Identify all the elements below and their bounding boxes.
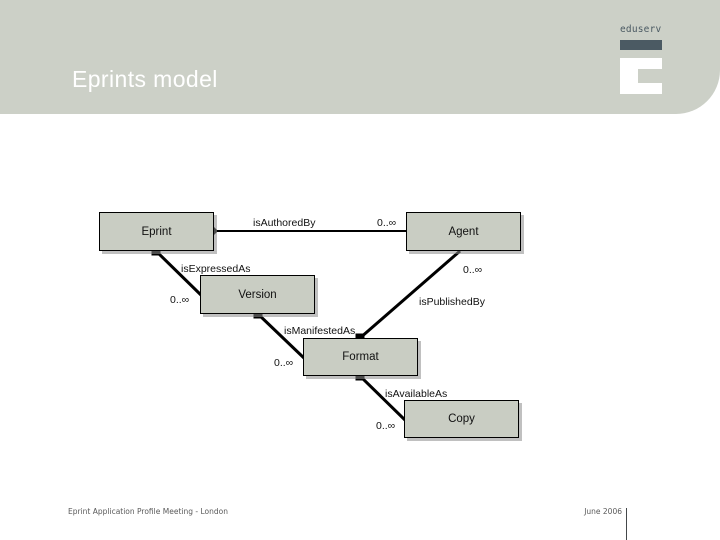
edge-line-is-published-by bbox=[359, 249, 461, 340]
edge-label-is-expressed-as: isExpressedAs bbox=[181, 263, 251, 275]
square-marker-is-manifested-as bbox=[253, 309, 263, 319]
diagram-node-label: Copy bbox=[448, 413, 475, 425]
square-marker-is-expressed-as bbox=[151, 246, 161, 256]
diagram-node-label: Agent bbox=[448, 225, 479, 238]
edge-line-is-available-as bbox=[358, 374, 408, 423]
diagram-edge-layer bbox=[151, 225, 461, 423]
diagram-node-eprint[interactable]: Eprint bbox=[99, 212, 214, 251]
logo-bar-shape bbox=[620, 40, 662, 50]
diagram-node-format[interactable]: Format bbox=[303, 338, 418, 376]
logo-wordmark: eduserv bbox=[620, 24, 662, 35]
multiplicity-label-is-manifested-as: 0..∞ bbox=[274, 357, 294, 369]
diagram-node-label: Format bbox=[342, 351, 379, 363]
diagram-node-version[interactable]: Version bbox=[200, 275, 315, 314]
eduserv-logo: eduserv bbox=[620, 24, 672, 100]
edge-label-is-manifested-as: isManifestedAs bbox=[284, 325, 356, 337]
square-marker-is-available-as bbox=[355, 371, 365, 381]
diagram-node-copy[interactable]: Copy bbox=[404, 400, 519, 438]
slide-footer: Eprint Application Profile Meeting - Lon… bbox=[0, 494, 720, 540]
multiplicity-label-is-available-as: 0..∞ bbox=[376, 420, 396, 432]
multiplicity-label-is-expressed-as: 0..∞ bbox=[170, 294, 190, 306]
footer-vertical-rule bbox=[626, 508, 627, 540]
diagram-node-label: Eprint bbox=[141, 225, 172, 238]
eprints-model-diagram: isAuthoredBy 0..∞ isExpressedAs 0..∞ isPubli… bbox=[0, 114, 720, 494]
edge-label-is-published-by: isPublishedBy bbox=[419, 296, 485, 308]
logo-mark-mid-stroke bbox=[620, 69, 638, 83]
footer-meeting-label: Eprint Application Profile Meeting - Lon… bbox=[68, 507, 228, 516]
diagram-node-label: Version bbox=[238, 288, 277, 301]
page-title: Eprints model bbox=[72, 66, 218, 92]
edge-line-is-expressed-as bbox=[154, 249, 204, 298]
footer-date-label: June 2006 bbox=[584, 507, 622, 516]
slide-header-banner: Eprints model eduserv bbox=[0, 0, 720, 114]
edge-label-is-authored-by: isAuthoredBy bbox=[253, 217, 316, 229]
diagram-node-agent[interactable]: Agent bbox=[406, 212, 521, 251]
multiplicity-label-is-published-by: 0..∞ bbox=[463, 264, 483, 276]
logo-mark-bottom-stroke bbox=[620, 83, 662, 94]
logo-mark-top-stroke bbox=[620, 58, 662, 69]
edge-label-is-available-as: isAvailableAs bbox=[385, 388, 448, 400]
multiplicity-label-is-authored-by: 0..∞ bbox=[377, 217, 397, 229]
edge-line-is-manifested-as bbox=[256, 312, 307, 361]
eduserv-e-mark-icon bbox=[620, 58, 662, 94]
